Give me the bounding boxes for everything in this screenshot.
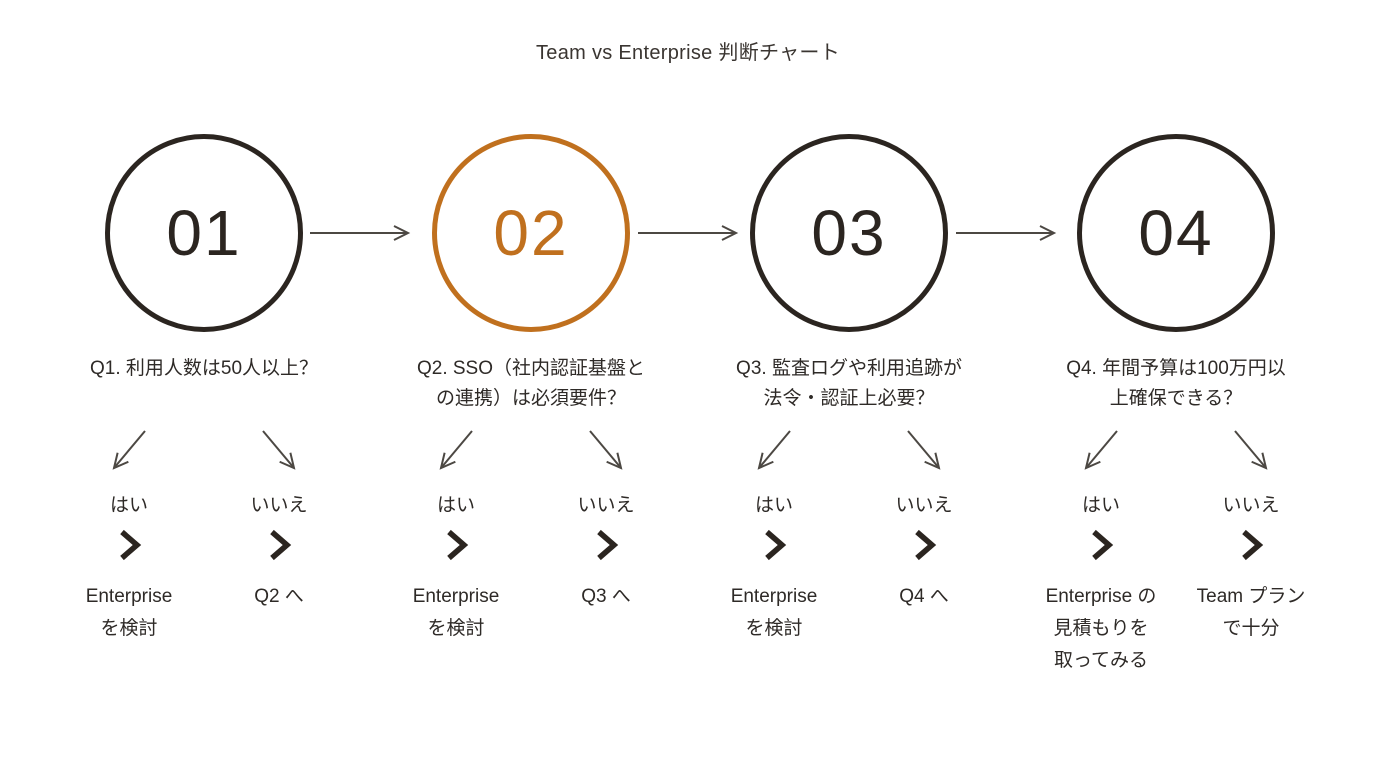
chevron-right-icon — [270, 529, 292, 561]
chevron-right-icon — [915, 529, 937, 561]
chevron-right-icon — [765, 529, 787, 561]
down-right-arrow-icon — [262, 430, 296, 470]
step-question: Q2. SSO（社内認証基盤と の連携）は必須要件？ — [416, 358, 646, 409]
step-column-2: 02 Q2. SSO（社内認証基盤と の連携）は必須要件？ はい Enterpr… — [371, 134, 691, 645]
no-label: いいえ — [1222, 495, 1280, 516]
step-number: 01 — [166, 197, 242, 269]
step-question: Q1. 利用人数は50人以上？ — [89, 358, 319, 379]
yes-branch: はい Enterprise を検討 — [54, 426, 204, 645]
no-outcome: Q2 へ — [254, 586, 304, 607]
chevron-right-icon — [120, 529, 142, 561]
connector-arrow-icon — [956, 225, 1057, 241]
no-label: いいえ — [577, 495, 635, 516]
step-column-1: 01 Q1. 利用人数は50人以上？ はい Enterprise を検討 いいえ — [44, 134, 364, 645]
down-left-arrow-icon — [1084, 430, 1118, 470]
step-column-3: 03 Q3. 監査ログや利用追跡が 法令・認証上必要？ はい Enterpris… — [689, 134, 1009, 645]
connector-arrow-icon — [310, 225, 411, 241]
no-branch: いいえ Q2 へ — [204, 426, 354, 645]
no-label: いいえ — [895, 495, 953, 516]
yes-outcome: Enterprise の 見積もりを 取ってみる — [1045, 586, 1157, 671]
step-number: 03 — [811, 197, 887, 269]
no-label: いいえ — [250, 495, 308, 516]
down-left-arrow-icon — [112, 430, 146, 470]
no-branch: いいえ Team プラン で十分 — [1176, 426, 1326, 677]
down-left-arrow-icon — [757, 430, 791, 470]
no-branch: いいえ Q3 へ — [531, 426, 681, 645]
yes-outcome: Enterprise を検討 — [85, 586, 173, 639]
step-circle: 04 — [1077, 134, 1275, 332]
down-right-arrow-icon — [1234, 430, 1268, 470]
down-right-arrow-icon — [907, 430, 941, 470]
chevron-right-icon — [1242, 529, 1264, 561]
step-question: Q3. 監査ログや利用追跡が 法令・認証上必要？ — [736, 358, 962, 409]
step-circle: 03 — [750, 134, 948, 332]
yes-outcome: Enterprise を検討 — [730, 586, 818, 639]
yes-branch: はい Enterprise を検討 — [381, 426, 531, 645]
down-right-arrow-icon — [589, 430, 623, 470]
step-number: 02 — [493, 197, 569, 269]
no-outcome: Team プラン で十分 — [1196, 586, 1306, 639]
yes-label: はい — [1081, 495, 1120, 516]
yes-outcome: Enterprise を検討 — [412, 586, 500, 639]
branches: はい Enterprise を検討 いいえ Q4 へ — [689, 426, 1009, 645]
yes-branch: はい Enterprise の 見積もりを 取ってみる — [1026, 426, 1176, 677]
step-question: Q4. 年間予算は100万円以 上確保できる？ — [1066, 358, 1286, 409]
branches: はい Enterprise の 見積もりを 取ってみる いいえ Team プラン… — [1016, 426, 1336, 677]
page-title: Team vs Enterprise 判断チャート — [535, 42, 841, 64]
yes-branch: はい Enterprise を検討 — [699, 426, 849, 645]
no-outcome: Q3 へ — [581, 586, 631, 607]
step-column-4: 04 Q4. 年間予算は100万円以 上確保できる？ はい Enterprise… — [1016, 134, 1336, 677]
connector-arrow-icon — [638, 225, 739, 241]
yes-label: はい — [109, 495, 148, 516]
no-outcome: Q4 へ — [899, 586, 949, 607]
step-circle: 01 — [105, 134, 303, 332]
yes-label: はい — [754, 495, 793, 516]
step-circle: 02 — [432, 134, 630, 332]
chevron-right-icon — [597, 529, 619, 561]
branches: はい Enterprise を検討 いいえ Q2 へ — [44, 426, 364, 645]
chevron-right-icon — [447, 529, 469, 561]
yes-label: はい — [436, 495, 475, 516]
down-left-arrow-icon — [439, 430, 473, 470]
chevron-right-icon — [1092, 529, 1114, 561]
no-branch: いいえ Q4 へ — [849, 426, 999, 645]
branches: はい Enterprise を検討 いいえ Q3 へ — [371, 426, 691, 645]
step-number: 04 — [1138, 197, 1214, 269]
